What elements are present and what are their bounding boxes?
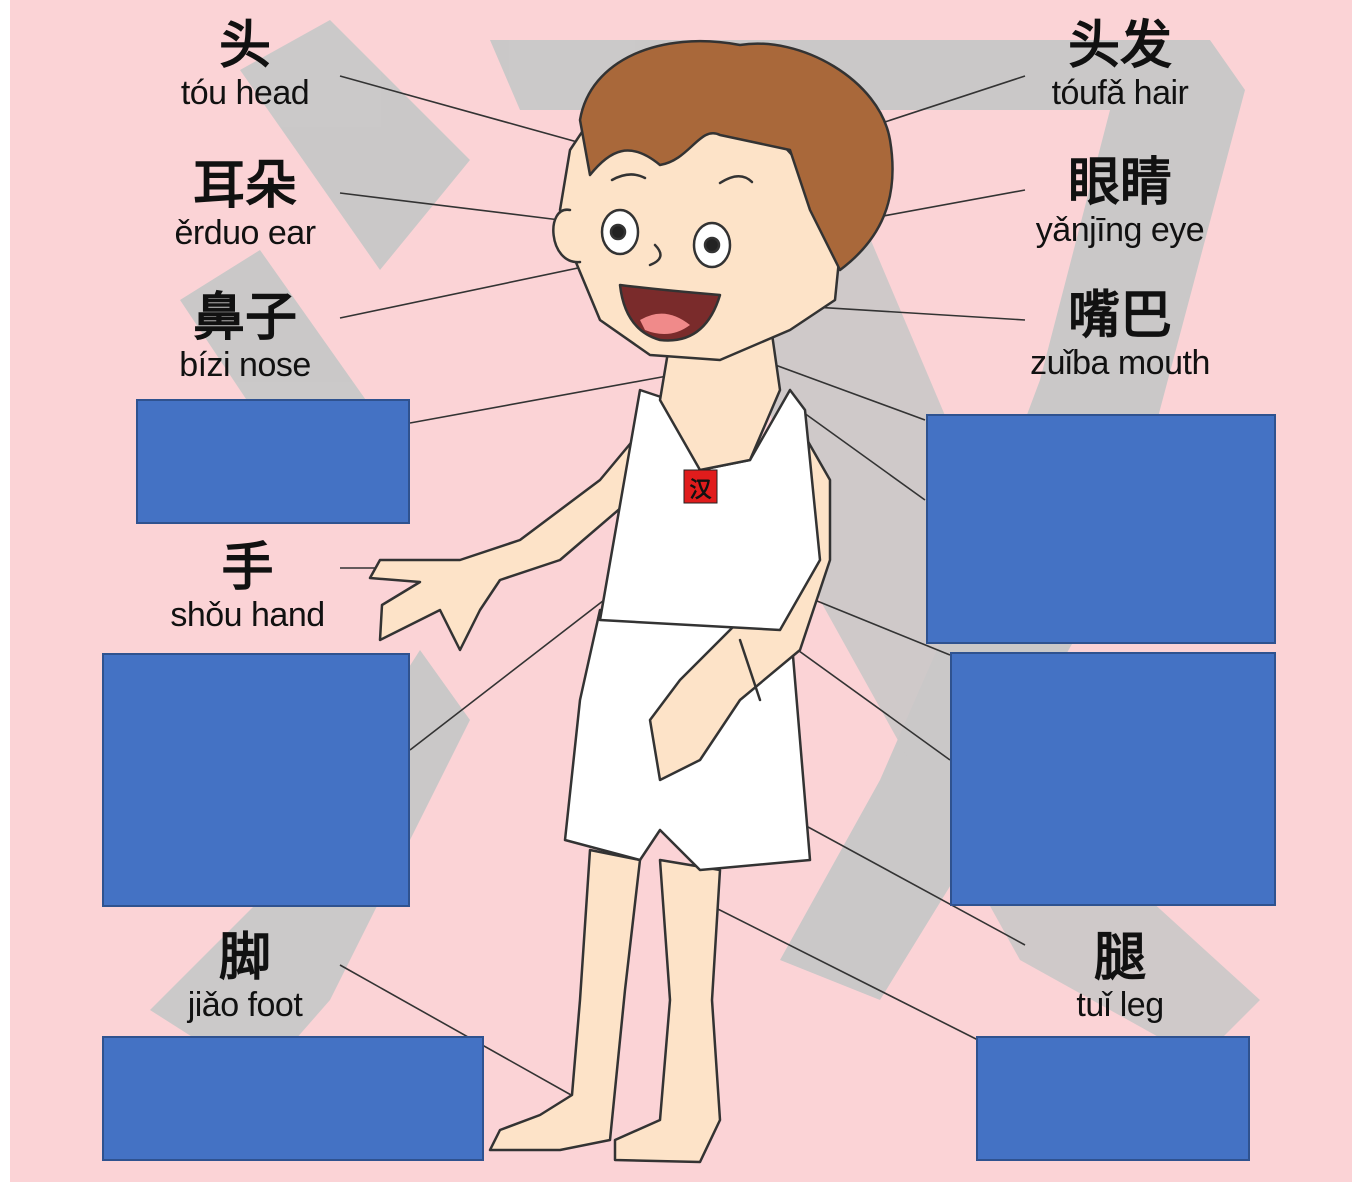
label-hand: 手 shǒu hand bbox=[150, 540, 345, 634]
label-gloss: tóufǎ hair bbox=[1015, 74, 1225, 112]
label-gloss: zuǐba mouth bbox=[1010, 344, 1230, 382]
label-gloss: tuǐ leg bbox=[1025, 986, 1215, 1024]
label-gloss: jiǎo foot bbox=[150, 986, 340, 1024]
label-nose: 鼻子 bízi nose bbox=[150, 290, 340, 384]
label-mouth: 嘴巴 zuǐba mouth bbox=[1010, 288, 1230, 382]
label-gloss: ěrduo ear bbox=[150, 214, 340, 252]
label-hair: 头发 tóufǎ hair bbox=[1015, 18, 1225, 112]
label-hanzi: 眼睛 bbox=[1015, 155, 1225, 211]
label-hanzi: 脚 bbox=[150, 930, 340, 986]
answer-box-right-shoulder[interactable] bbox=[926, 414, 1276, 644]
badge-character: 汉 bbox=[684, 472, 717, 504]
label-leg: 腿 tuǐ leg bbox=[1025, 930, 1215, 1024]
label-hanzi: 头 bbox=[150, 18, 340, 74]
label-hanzi: 手 bbox=[150, 540, 345, 596]
label-ear: 耳朵 ěrduo ear bbox=[150, 158, 340, 252]
label-hanzi: 头发 bbox=[1015, 18, 1225, 74]
label-hanzi: 嘴巴 bbox=[1010, 288, 1230, 344]
answer-box-foot[interactable] bbox=[102, 1036, 484, 1161]
label-eye: 眼睛 yǎnjīng eye bbox=[1015, 155, 1225, 249]
label-gloss: tóu head bbox=[150, 74, 340, 112]
answer-box-leg[interactable] bbox=[976, 1036, 1250, 1161]
label-hanzi: 耳朵 bbox=[150, 158, 340, 214]
answer-box-neck[interactable] bbox=[136, 399, 410, 524]
label-hanzi: 鼻子 bbox=[150, 290, 340, 346]
answer-box-upper-left-arm[interactable] bbox=[102, 653, 410, 907]
label-gloss: yǎnjīng eye bbox=[1015, 211, 1225, 249]
label-foot: 脚 jiǎo foot bbox=[150, 930, 340, 1024]
label-hanzi: 腿 bbox=[1025, 930, 1215, 986]
label-gloss: shǒu hand bbox=[150, 596, 345, 634]
label-head: 头 tóu head bbox=[150, 18, 340, 112]
left-leg bbox=[490, 850, 640, 1150]
answer-box-right-arm[interactable] bbox=[950, 652, 1276, 906]
label-gloss: bízi nose bbox=[150, 346, 340, 384]
boy-figure bbox=[370, 41, 893, 1162]
